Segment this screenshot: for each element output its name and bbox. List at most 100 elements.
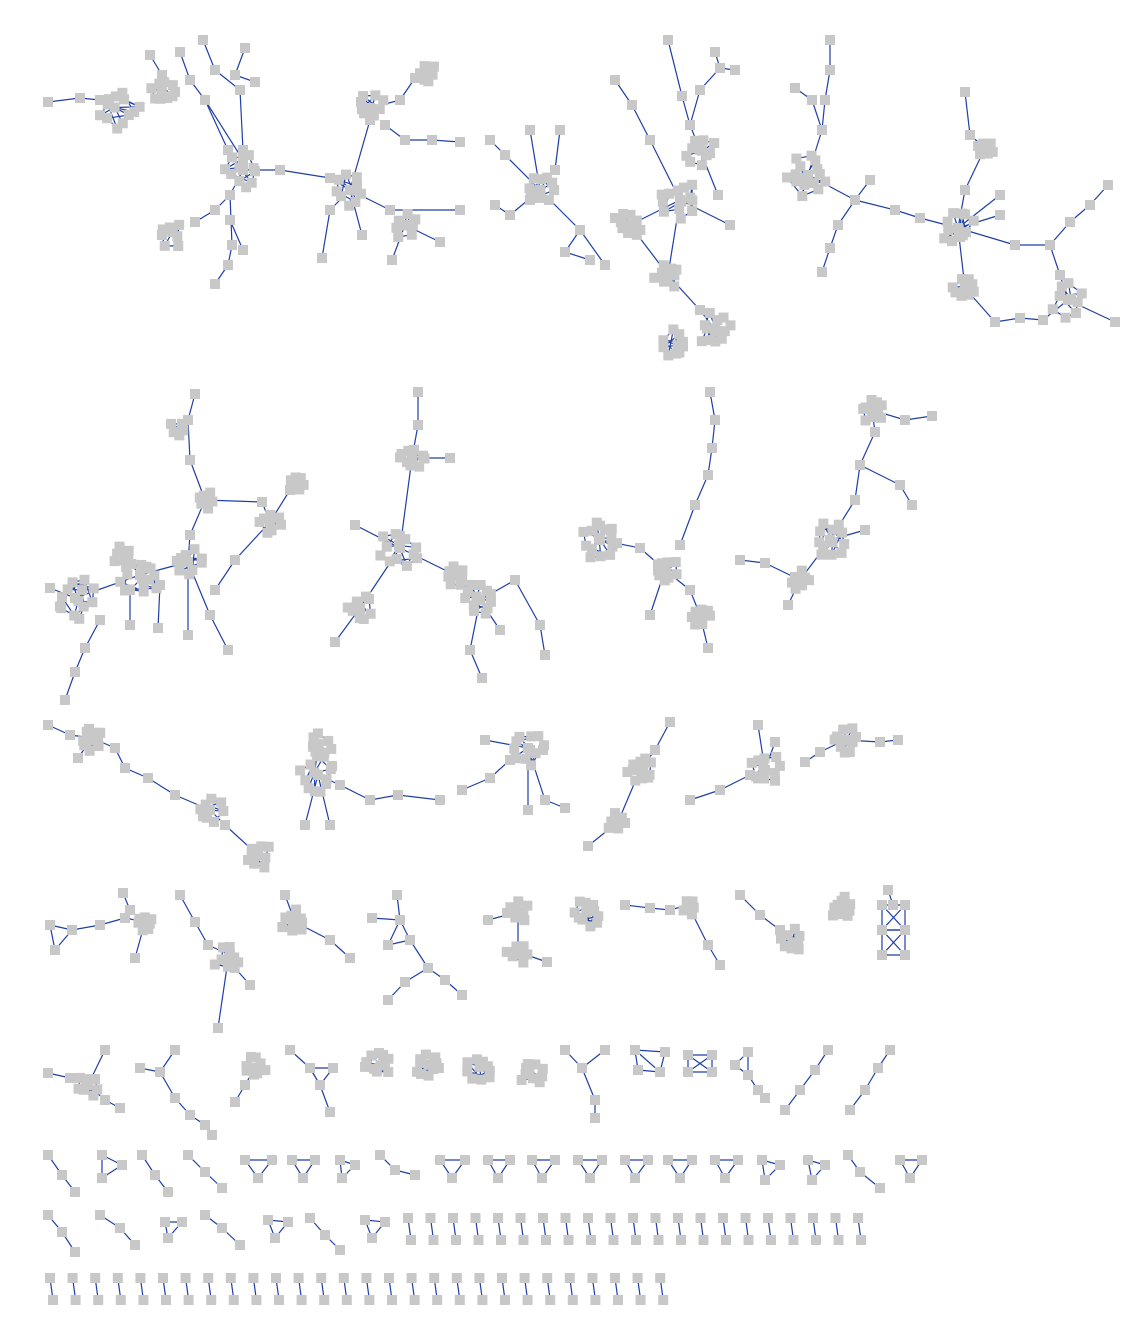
network-node <box>960 87 970 97</box>
network-node <box>793 937 804 948</box>
network-node <box>675 213 686 224</box>
network-node <box>853 1213 863 1223</box>
network-node <box>803 170 813 180</box>
network-node <box>249 858 260 869</box>
network-edge <box>689 89 701 126</box>
network-node <box>238 245 248 255</box>
network-node <box>660 1047 670 1057</box>
network-node <box>414 461 425 472</box>
network-node <box>403 1213 413 1223</box>
network-node <box>70 1247 80 1257</box>
network-node <box>843 1150 853 1160</box>
network-node <box>67 577 78 588</box>
network-node <box>523 805 533 815</box>
network-node <box>174 219 185 230</box>
network-node <box>183 415 193 425</box>
network-edge <box>964 91 971 136</box>
network-node <box>138 1295 149 1305</box>
network-node <box>845 899 856 910</box>
network-node <box>630 1173 640 1183</box>
network-node <box>855 460 865 470</box>
network-node <box>681 150 692 161</box>
network-node <box>163 1233 173 1243</box>
network-node <box>893 735 903 745</box>
network-node <box>658 260 669 271</box>
network-node <box>500 150 510 160</box>
network-node <box>190 389 200 399</box>
network-node <box>45 920 55 930</box>
network-node <box>635 765 645 775</box>
network-node <box>795 575 805 585</box>
network-node <box>473 1235 484 1245</box>
network-edge <box>204 99 229 151</box>
network-node <box>766 1235 776 1245</box>
network-node <box>145 563 156 574</box>
network-node <box>865 175 875 185</box>
network-node <box>960 185 970 195</box>
network-node <box>1038 315 1048 325</box>
network-node <box>671 569 682 580</box>
network-node <box>547 177 558 188</box>
network-node <box>345 953 355 963</box>
network-node <box>469 605 480 616</box>
network-node <box>497 1273 507 1283</box>
network-node <box>207 1130 217 1140</box>
network-node <box>180 1273 191 1283</box>
network-node <box>100 1045 110 1055</box>
network-node <box>393 231 404 242</box>
network-node <box>542 1273 553 1283</box>
network-node <box>383 995 393 1005</box>
network-node <box>178 425 189 436</box>
network-node <box>170 87 180 97</box>
network-node <box>203 940 213 950</box>
network-node <box>250 1063 260 1073</box>
network-edge <box>854 464 861 501</box>
network-node <box>210 279 220 289</box>
network-node <box>275 165 285 175</box>
network-node <box>618 208 629 219</box>
network-node <box>217 1223 227 1233</box>
network-node <box>725 320 736 331</box>
network-node <box>850 732 861 743</box>
network-node <box>175 47 185 57</box>
network-node <box>217 942 228 953</box>
network-node <box>354 613 365 624</box>
network-node <box>401 560 412 571</box>
network-edge <box>679 504 696 546</box>
network-node <box>1065 217 1075 227</box>
network-node <box>980 143 990 153</box>
network-node <box>900 415 910 425</box>
network-node <box>391 554 402 565</box>
network-node <box>112 1273 123 1283</box>
network-node <box>325 935 335 945</box>
network-node <box>313 739 324 750</box>
network-node <box>471 1054 482 1065</box>
network-node <box>835 741 846 752</box>
network-edge <box>204 99 244 161</box>
network-node <box>406 1273 417 1283</box>
network-node <box>457 570 468 581</box>
network-node <box>795 161 806 172</box>
network-node <box>135 1063 145 1073</box>
network-node <box>427 135 437 145</box>
network-node <box>210 65 220 75</box>
network-node <box>205 487 216 498</box>
network-node <box>785 1213 796 1223</box>
network-node <box>975 149 986 160</box>
network-node <box>177 1217 187 1227</box>
network-node <box>695 1213 706 1223</box>
network-node <box>1015 313 1025 323</box>
network-node <box>423 963 433 973</box>
network-node <box>759 773 770 784</box>
network-node <box>335 780 345 790</box>
network-node <box>658 206 669 217</box>
network-node <box>223 955 233 965</box>
network-node <box>241 182 252 193</box>
network-node <box>524 183 535 194</box>
network-node <box>295 765 306 776</box>
network-node <box>356 104 367 115</box>
network-node <box>663 270 673 280</box>
network-node <box>927 411 937 421</box>
network-node <box>325 764 336 775</box>
network-node <box>563 1235 574 1245</box>
